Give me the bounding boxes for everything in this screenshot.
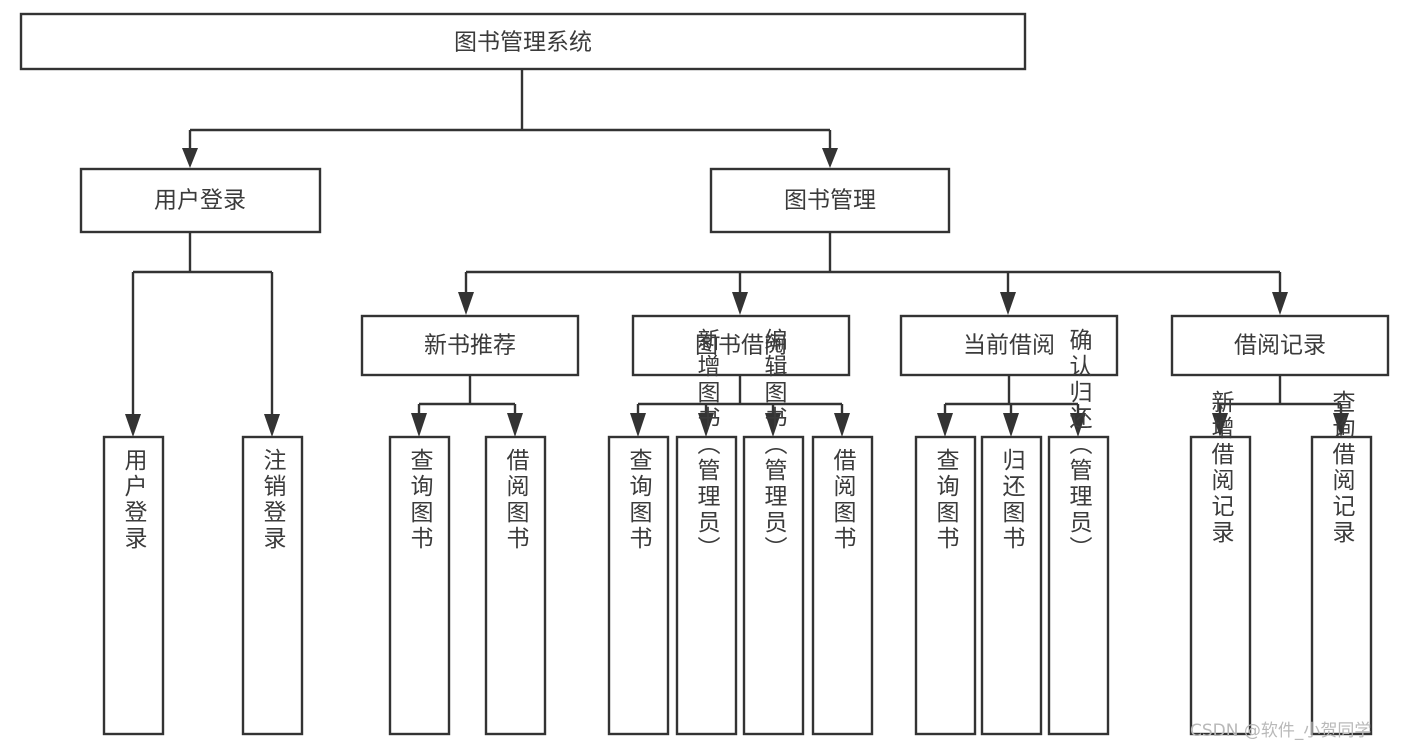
leaf-query-book-2-label: 查询图书 xyxy=(625,448,653,552)
arrow-userlogin-leaf-1 xyxy=(125,414,141,437)
arrow-root-to-bookmgmt xyxy=(822,148,838,168)
arrow-newbook-leaf-2 xyxy=(507,413,523,437)
leaf-query-book-2[interactable]: 查询图书 xyxy=(607,435,670,736)
arrow-borrowrecord-leaf-1 xyxy=(1212,413,1228,437)
node-book-management-label: 图书管理 xyxy=(784,188,876,214)
node-root-label: 图书管理系统 xyxy=(454,30,592,56)
connector-group-currentborrow xyxy=(937,375,1086,437)
node-new-book-recommend-label: 新书推荐 xyxy=(424,333,516,359)
connector-group-root xyxy=(182,69,838,168)
arrow-bookmgmt-level3-4 xyxy=(1272,292,1288,315)
arrow-borrowrecord-leaf-2 xyxy=(1333,413,1349,437)
leaf-query-book-3-box[interactable] xyxy=(914,435,977,736)
arrow-currentborrow-leaf-3 xyxy=(1070,413,1086,437)
leaf-user-login-label: 用户登录 xyxy=(120,448,148,552)
leaf-query-book-1-box[interactable] xyxy=(388,435,451,736)
leaf-query-record-label: 查询借阅记录 xyxy=(1328,390,1356,546)
arrow-bookmgmt-level3-3 xyxy=(1000,292,1016,315)
arrow-bookmgmt-level3-1 xyxy=(458,292,474,315)
leaf-add-book-box[interactable] xyxy=(675,435,738,736)
node-user-login-box[interactable] xyxy=(79,167,322,234)
leaf-query-book-3-label: 查询图书 xyxy=(932,448,960,552)
node-book-borrow-label: 图书借阅 xyxy=(695,333,787,359)
leaf-query-record[interactable]: 查询借阅记录 xyxy=(1310,390,1373,736)
leaf-query-book-1-label: 查询图书 xyxy=(406,448,434,552)
node-current-borrow-label: 当前借阅 xyxy=(963,333,1055,359)
node-borrow-record[interactable]: 借阅记录 xyxy=(1170,314,1390,377)
arrow-bookborrow-leaf-3 xyxy=(765,413,781,437)
leaf-query-record-box[interactable] xyxy=(1310,435,1373,736)
node-borrow-record-label: 借阅记录 xyxy=(1234,333,1326,359)
leaf-borrow-book-2-label: 借阅图书 xyxy=(829,448,857,552)
leaf-edit-book[interactable]: 编辑图书（管理员） xyxy=(742,328,805,736)
leaf-add-record[interactable]: 新增借阅记录 xyxy=(1189,390,1252,736)
arrow-bookborrow-leaf-2 xyxy=(698,413,714,437)
arrow-bookmgmt-level3-2 xyxy=(732,292,748,315)
node-book-borrow[interactable]: 图书借阅 xyxy=(631,314,851,377)
leaf-logout-login[interactable]: 注销登录 xyxy=(241,435,304,736)
leaf-confirm-return-label: 确认归还（管理员） xyxy=(1065,328,1093,562)
arrow-newbook-leaf-1 xyxy=(411,413,427,437)
leaf-borrow-book-2-box[interactable] xyxy=(811,435,874,736)
leaf-query-book-3[interactable]: 查询图书 xyxy=(914,435,977,736)
node-current-borrow[interactable]: 当前借阅 xyxy=(899,314,1119,377)
leaf-return-book-box[interactable] xyxy=(980,435,1043,736)
arrow-currentborrow-leaf-1 xyxy=(937,413,953,437)
node-book-borrow-box[interactable] xyxy=(631,314,851,377)
leaf-borrow-book-1-label: 借阅图书 xyxy=(502,448,530,552)
node-new-book-recommend-box[interactable] xyxy=(360,314,580,377)
connector-group-userlogin xyxy=(125,232,280,437)
leaf-user-login[interactable]: 用户登录 xyxy=(102,435,165,736)
arrow-bookborrow-leaf-1 xyxy=(630,413,646,437)
node-current-borrow-box[interactable] xyxy=(899,314,1119,377)
arrow-currentborrow-leaf-2 xyxy=(1003,413,1019,437)
node-root-box[interactable] xyxy=(19,12,1027,71)
leaf-user-login-box[interactable] xyxy=(102,435,165,736)
leaf-confirm-return-box[interactable] xyxy=(1047,435,1110,736)
node-user-login-label: 用户登录 xyxy=(154,188,246,214)
leaf-add-record-box[interactable] xyxy=(1189,435,1252,736)
node-book-management-box[interactable] xyxy=(709,167,951,234)
arrow-root-to-userlogin xyxy=(182,148,198,168)
connector-group-bookmgmt xyxy=(458,232,1288,315)
connector-group-borrowrecord xyxy=(1212,375,1349,437)
leaf-logout-login-label: 注销登录 xyxy=(259,448,287,552)
leaf-add-record-label: 新增借阅记录 xyxy=(1207,390,1235,546)
leaf-borrow-book-1-box[interactable] xyxy=(484,435,547,736)
leaf-edit-book-box[interactable] xyxy=(742,435,805,736)
arrow-userlogin-leaf-2 xyxy=(264,414,280,437)
node-book-management[interactable]: 图书管理 xyxy=(709,167,951,234)
leaf-logout-login-box[interactable] xyxy=(241,435,304,736)
leaf-confirm-return[interactable]: 确认归还（管理员） xyxy=(1047,328,1110,736)
leaf-add-book-label: 新增图书（管理员） xyxy=(693,328,721,562)
leaf-query-book-1[interactable]: 查询图书 xyxy=(388,435,451,736)
leaf-borrow-book-1[interactable]: 借阅图书 xyxy=(484,435,547,736)
leaf-borrow-book-2[interactable]: 借阅图书 xyxy=(811,435,874,736)
leaf-add-book[interactable]: 新增图书（管理员） xyxy=(675,328,738,736)
arrow-bookborrow-leaf-4 xyxy=(834,413,850,437)
leaf-return-book[interactable]: 归还图书 xyxy=(980,435,1043,736)
connector-group-bookborrow xyxy=(630,375,850,437)
leaf-return-book-label: 归还图书 xyxy=(998,448,1026,552)
connector-group-newbook xyxy=(411,375,523,437)
leaf-query-book-2-box[interactable] xyxy=(607,435,670,736)
node-root[interactable]: 图书管理系统 xyxy=(19,12,1027,71)
node-borrow-record-box[interactable] xyxy=(1170,314,1390,377)
node-new-book-recommend[interactable]: 新书推荐 xyxy=(360,314,580,377)
node-user-login[interactable]: 用户登录 xyxy=(79,167,322,234)
leaf-edit-book-label: 编辑图书（管理员） xyxy=(760,328,788,562)
